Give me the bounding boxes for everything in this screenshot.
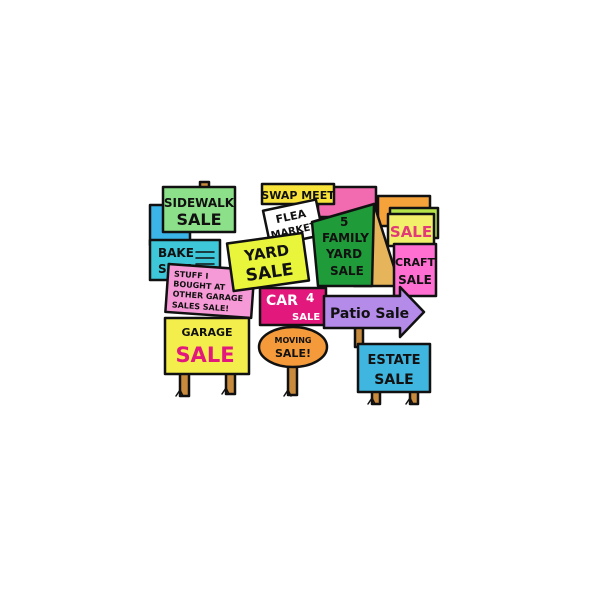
estate-sale-line2: SALE — [374, 372, 413, 388]
craft-sale-line1: CRAFT — [395, 256, 436, 269]
stuff-line4: SALES SALE! — [172, 300, 230, 313]
moving-sale-sign: MOVING SALE! — [257, 325, 329, 369]
sale-corner-sign: SALE — [386, 212, 436, 248]
garage-sale-sign: GARAGE SALE — [163, 316, 251, 376]
garage-sale-line1: GARAGE — [181, 326, 232, 339]
patio-sale-text: Patio Sale — [330, 306, 409, 322]
bake-sale-line1: BAKE — [158, 246, 194, 260]
estate-sale-line1: ESTATE — [368, 353, 421, 368]
car-sale-word3: SALE — [292, 312, 320, 323]
car-sale-word2: 4 — [306, 291, 314, 305]
flea-market-sign: FLEA MARKET — [261, 198, 325, 248]
sidewalk-sale-line2: SALE — [176, 210, 221, 229]
stuff-line2: BOUGHT AT — [173, 279, 226, 292]
yard-sale-sign: YARD SALE — [225, 231, 311, 293]
estate-sale-sign: ESTATE SALE — [356, 342, 432, 394]
patio-sale-arrow-sign: Patio Sale — [322, 285, 426, 339]
stuff-line1: STUFF I — [174, 269, 209, 280]
five-family-yard-sale-sign: 5 FAMILY YARD SALE — [310, 202, 402, 288]
car-4-sale-sign: CAR 4 SALE — [258, 286, 328, 327]
grass-tufts — [175, 387, 414, 405]
moving-sale-line2: SALE! — [275, 347, 311, 360]
five-family-line1: 5 — [340, 215, 348, 229]
car-sale-word1: CAR — [266, 293, 298, 309]
moving-sale-line1: MOVING — [275, 336, 312, 345]
garage-sale-line2: SALE — [175, 343, 234, 367]
swap-meet-text: SWAP MEET — [261, 189, 335, 202]
five-family-line2: FAMILY — [322, 231, 369, 245]
flea-market-line1: FLEA — [275, 207, 308, 226]
five-family-line3: YARD — [325, 247, 362, 261]
craft-sale-line2: SALE — [398, 273, 432, 287]
sale-corner-text: SALE — [390, 223, 432, 241]
sidewalk-sale-line1: SIDEWALK — [164, 196, 235, 210]
five-family-line4: SALE — [330, 264, 364, 278]
sidewalk-sale-sign: SIDEWALK SALE — [161, 185, 237, 234]
swap-meet-sign: SWAP MEET — [260, 182, 336, 206]
